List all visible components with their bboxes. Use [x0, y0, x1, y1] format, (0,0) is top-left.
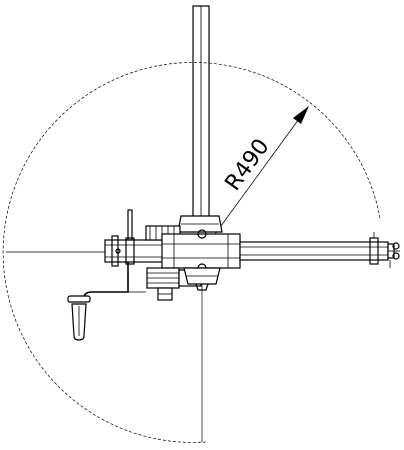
central-carriage [161, 229, 241, 273]
boom-end-clamp [387, 242, 400, 268]
radius-label: R490 [221, 134, 275, 195]
vertical-mast [192, 5, 210, 229]
limit-post [127, 209, 133, 241]
lower-hub [183, 267, 221, 291]
mast-hub [177, 215, 223, 233]
dimension-arrowhead [293, 106, 309, 124]
hand-crank [67, 262, 146, 341]
reach-circle [2, 62, 381, 443]
right-boom-arm [239, 232, 389, 265]
left-boom-arm [104, 235, 166, 267]
